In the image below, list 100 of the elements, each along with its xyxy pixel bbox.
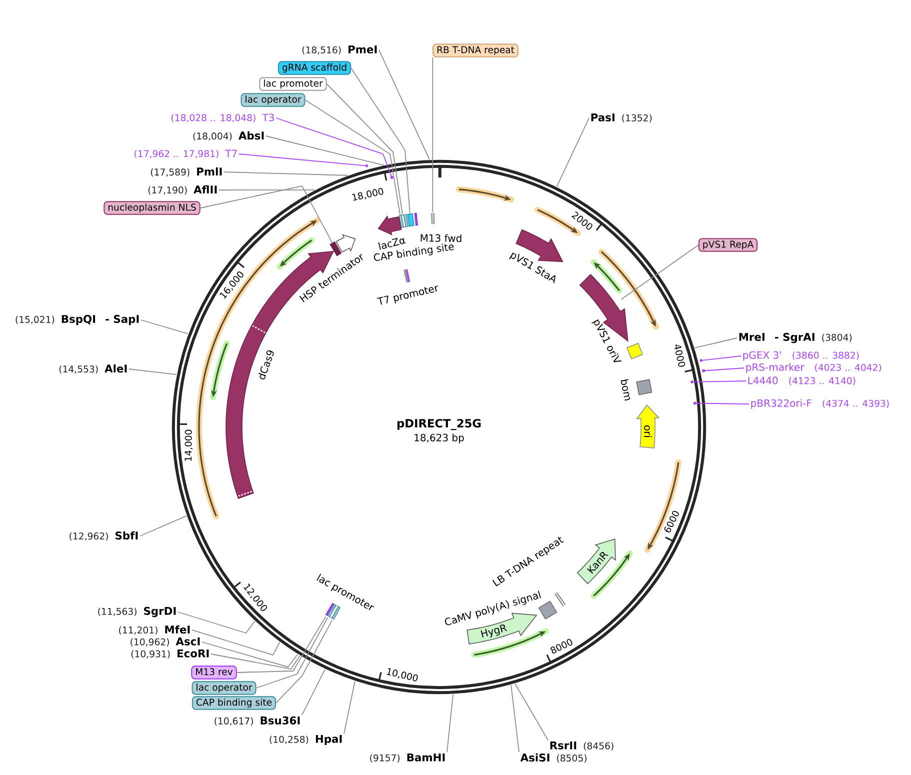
leader-line bbox=[302, 668, 326, 716]
site-position: (17,190) bbox=[148, 186, 187, 195]
feature-block bbox=[407, 213, 414, 227]
enzyme-name: BspQI bbox=[62, 314, 96, 326]
enzyme-name: MfeI bbox=[165, 625, 190, 634]
feature-tag: lac operator bbox=[240, 93, 306, 107]
site-position: (12,962) bbox=[70, 532, 108, 541]
leader-line bbox=[266, 136, 384, 166]
primer-name: pGEX 3' bbox=[743, 351, 781, 361]
primer-name: T7 bbox=[225, 150, 237, 158]
primer-range: (4123 .. 4140) bbox=[789, 377, 856, 386]
leader-line bbox=[276, 620, 333, 704]
primer-name: T3 bbox=[262, 114, 274, 122]
leader-line bbox=[200, 186, 332, 243]
leader-line bbox=[694, 338, 738, 348]
leader-line bbox=[692, 380, 746, 382]
feature-tag: lac promoter bbox=[259, 77, 327, 91]
site-position: (10,617) bbox=[214, 717, 253, 726]
leader-line bbox=[326, 84, 403, 215]
leader-line bbox=[238, 154, 367, 166]
feature-label: HygR bbox=[480, 624, 508, 638]
plasmid-size: 18,623 bp bbox=[414, 434, 464, 444]
leader-line bbox=[556, 118, 590, 187]
enzyme-name: PmeI bbox=[348, 46, 377, 54]
scale-label: 18,000 bbox=[352, 188, 384, 201]
site-position: (10,962) bbox=[130, 638, 169, 646]
leader-line bbox=[224, 172, 348, 176]
primer-mark bbox=[365, 164, 368, 168]
leader-line bbox=[703, 368, 744, 372]
enzyme-name: AbsI bbox=[238, 131, 264, 140]
enzyme-name: EcoRI bbox=[178, 650, 209, 658]
leader-line bbox=[510, 684, 520, 752]
feature-tag: pVS1 RepA bbox=[698, 238, 758, 252]
leader-line bbox=[701, 356, 742, 361]
primer-range: (17,962 .. 17,981) bbox=[134, 150, 218, 158]
leader-line bbox=[432, 56, 434, 213]
site-position: (15,021) bbox=[16, 316, 54, 324]
enzyme-name: SgrDI bbox=[144, 606, 176, 618]
site-position: (8505) bbox=[557, 754, 586, 763]
site-position: (17,589) bbox=[150, 168, 190, 177]
feature-tag: gRNA scaffold bbox=[278, 61, 352, 75]
feature-block bbox=[398, 214, 404, 228]
enzyme-name: AscI bbox=[176, 638, 200, 646]
feature-label: M13 fwd bbox=[420, 234, 462, 242]
scale-label: 14,000 bbox=[184, 430, 193, 461]
leader-line bbox=[202, 642, 298, 668]
plasmid-name: pDIRECT_25G bbox=[397, 418, 481, 430]
scale-label: 10,000 bbox=[386, 668, 418, 682]
site-position: (18,516) bbox=[302, 46, 341, 54]
site-position: (10,258) bbox=[270, 736, 308, 744]
feature-mark bbox=[431, 213, 435, 224]
leader-line bbox=[192, 630, 280, 656]
primer-name: pRS-marker bbox=[746, 363, 804, 373]
feature-label: ori bbox=[644, 425, 652, 437]
leader-line bbox=[218, 189, 315, 190]
site-position: (18,004) bbox=[193, 132, 232, 141]
leader-line bbox=[210, 654, 300, 670]
site-position: (9157) bbox=[370, 754, 400, 762]
site-position: (10,931) bbox=[131, 650, 170, 658]
scale-label: 6000 bbox=[664, 510, 679, 532]
feature-label: dCas9 bbox=[258, 350, 274, 380]
primer-range: (4023 .. 4042) bbox=[815, 364, 882, 372]
site-position: (1352) bbox=[622, 114, 652, 122]
site-position: (8456) bbox=[584, 742, 614, 750]
primer-name: L4440 bbox=[748, 376, 778, 384]
site-position: (11,201) bbox=[119, 626, 158, 635]
enzyme-name: SbfI bbox=[116, 531, 138, 540]
enzyme-name: PmlI bbox=[197, 167, 222, 176]
feature-tag: lac operator bbox=[192, 681, 256, 695]
leader-line bbox=[276, 118, 392, 178]
primer-mark bbox=[702, 369, 706, 373]
enzyme-name: PasI bbox=[591, 114, 614, 122]
leader-line bbox=[446, 694, 454, 753]
primer-mark bbox=[690, 380, 694, 384]
enzyme-name: - SapI bbox=[106, 314, 139, 326]
leader-line bbox=[140, 516, 187, 536]
leader-line bbox=[256, 617, 328, 688]
enzyme-name: RsrII bbox=[550, 742, 576, 750]
enzyme-name: Bsu36I bbox=[260, 716, 300, 724]
enzyme-name: AsiSI bbox=[520, 753, 550, 762]
leader-line bbox=[620, 244, 699, 300]
leader-line bbox=[514, 683, 548, 741]
enzyme-name: MreI bbox=[739, 333, 764, 341]
scale-label: 4000 bbox=[674, 344, 686, 367]
enzyme-name: AflII bbox=[194, 185, 217, 194]
primer-range: (3860 .. 3882) bbox=[792, 352, 859, 360]
primer-name: pBR322ori-F bbox=[751, 399, 812, 409]
enzyme-name: - SgrAI bbox=[775, 332, 814, 344]
leader-line bbox=[178, 612, 256, 634]
feature-tag: nucleoplasmin NLS bbox=[104, 201, 200, 215]
enzyme-name: AleI bbox=[104, 364, 127, 373]
leader-line bbox=[694, 402, 750, 404]
leader-line bbox=[378, 50, 430, 160]
leader-line bbox=[344, 680, 356, 734]
primer-range: (4374 .. 4393) bbox=[822, 400, 889, 408]
leader-line bbox=[236, 616, 326, 673]
site-position: (14,553) bbox=[59, 365, 98, 374]
feature-label: bom bbox=[620, 379, 630, 401]
primer-mark bbox=[700, 358, 703, 362]
primer-range: (18,028 .. 18,048) bbox=[172, 114, 256, 122]
